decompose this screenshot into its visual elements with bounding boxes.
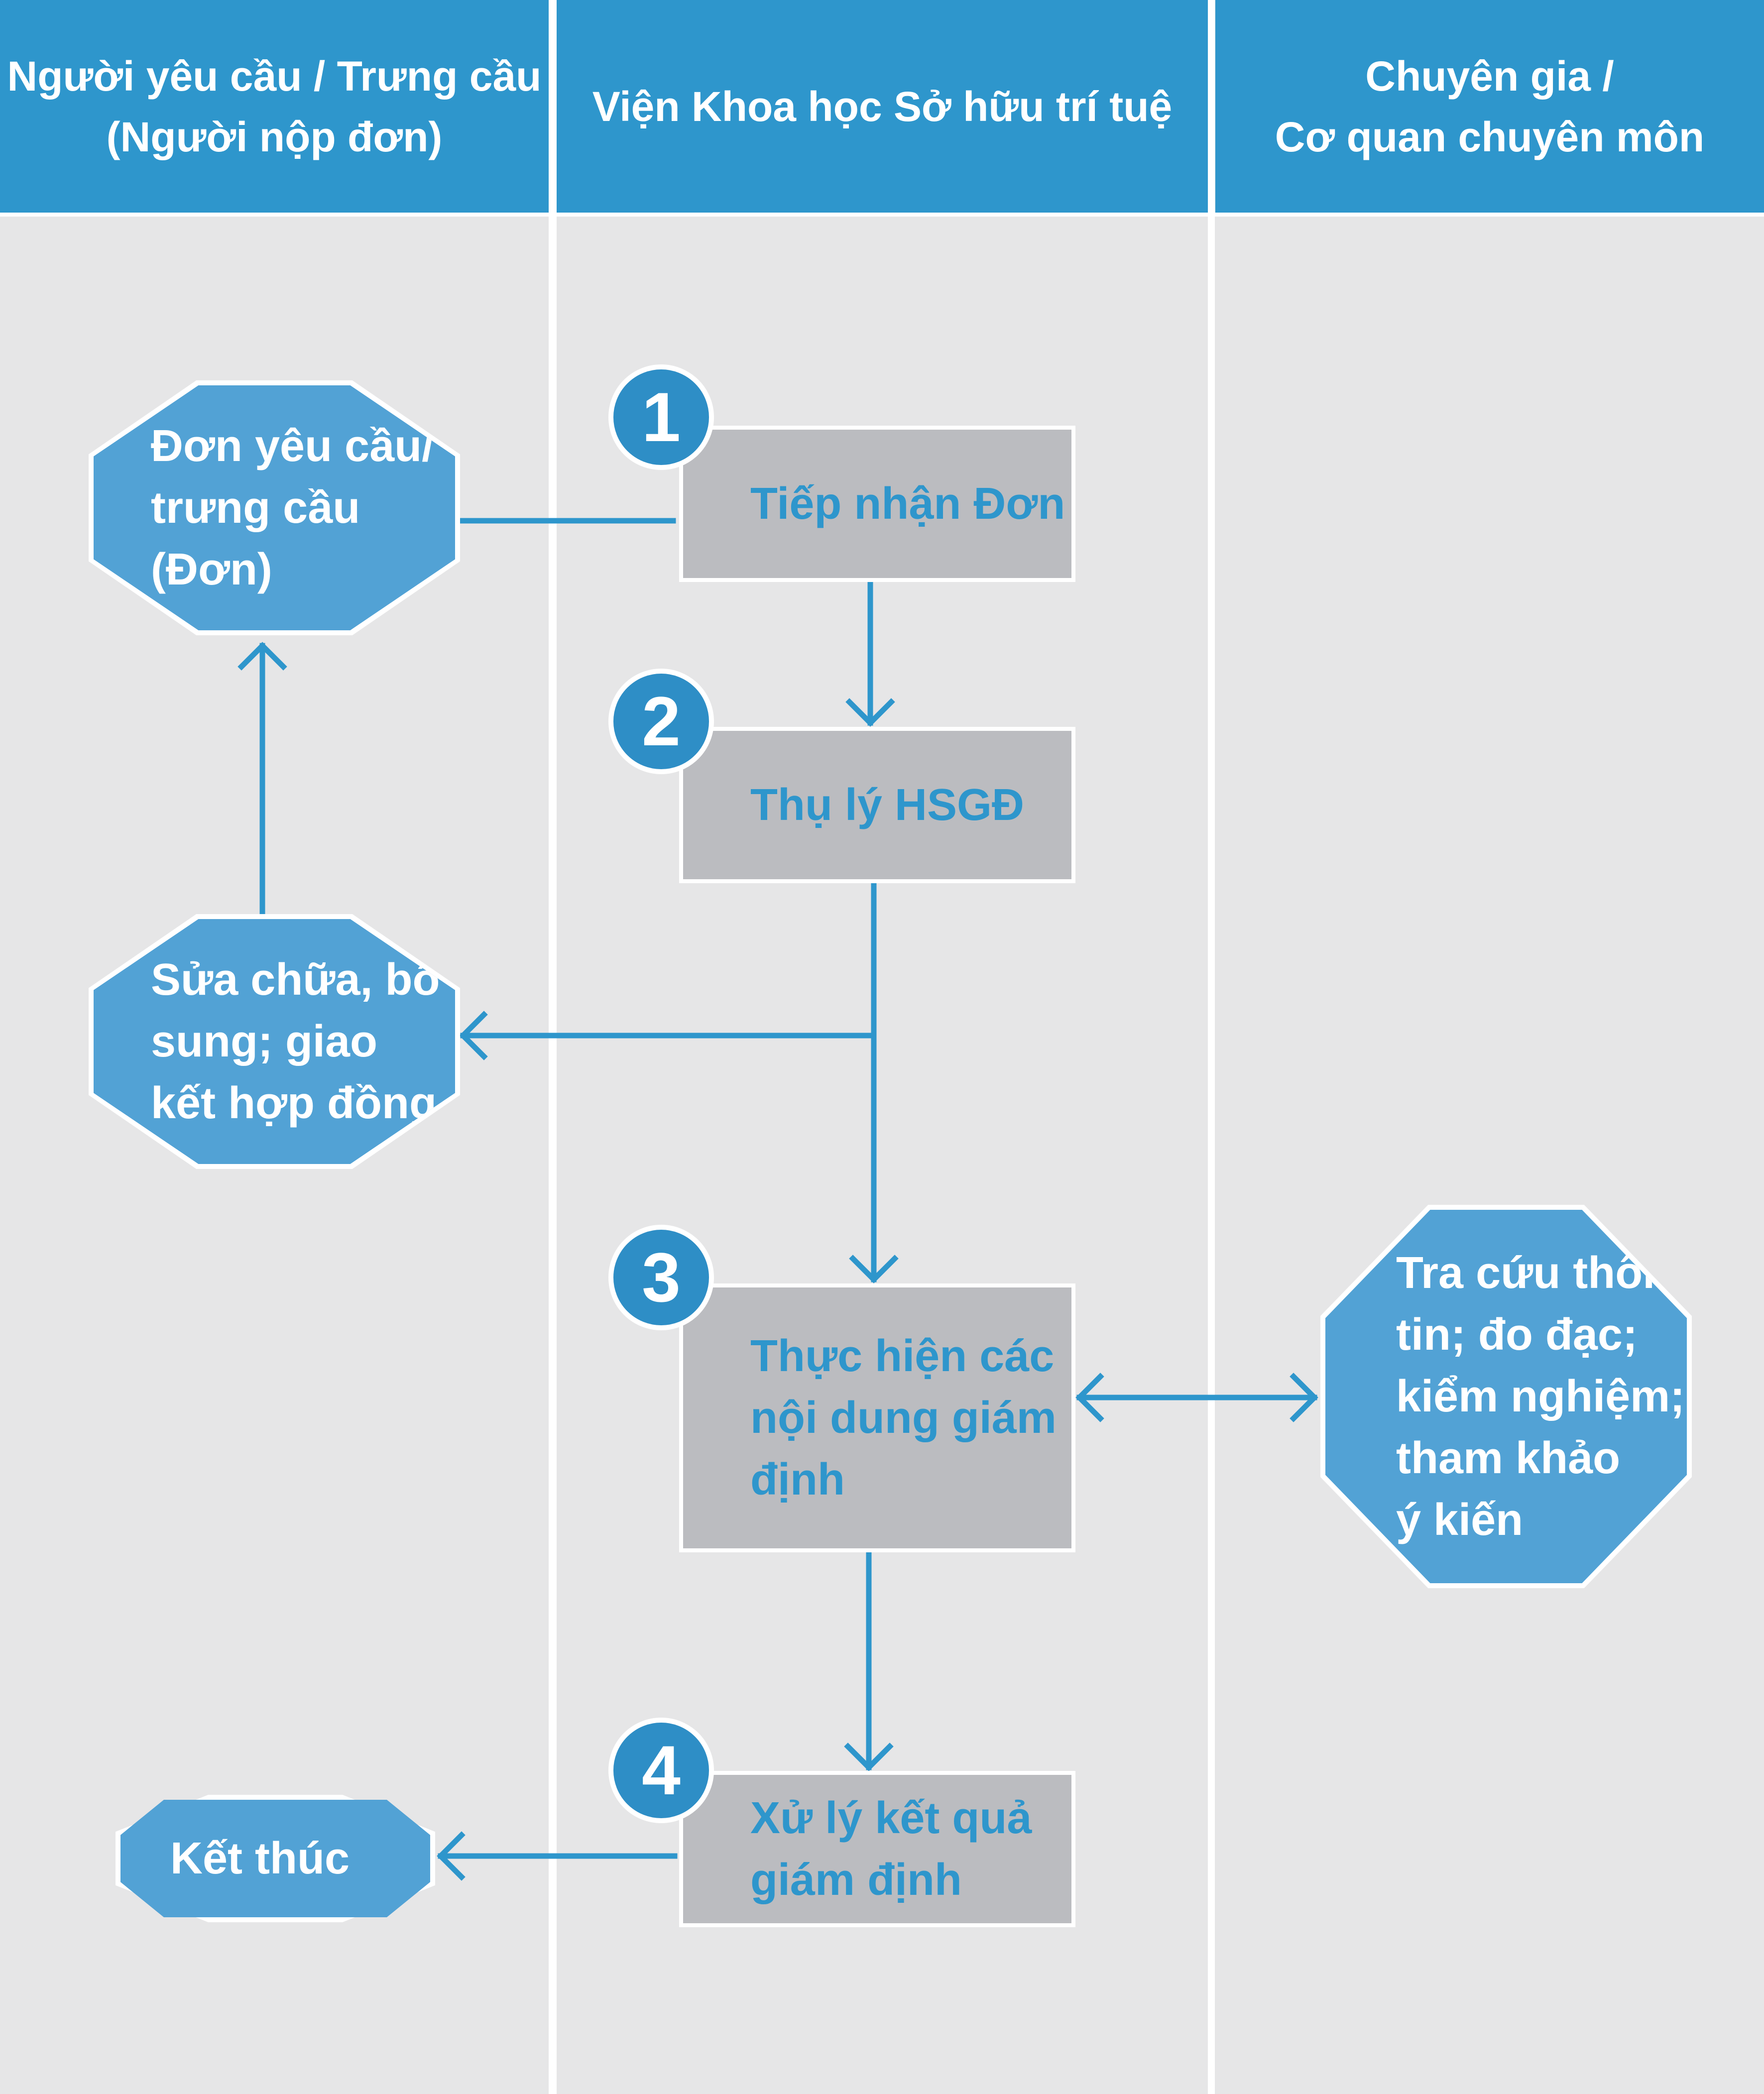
node-end: Kết thúc	[120, 1800, 430, 1917]
node-text-line: Sửa chữa, bổ	[151, 955, 440, 1005]
step-text-line: định	[750, 1455, 845, 1505]
lane-header-line: Chuyên gia /	[1365, 53, 1614, 100]
node-text-line: Đơn yêu cầu/	[151, 421, 435, 471]
arrowhead-down-icon	[844, 1743, 894, 1771]
node-text-line: tin; đo đạc;	[1396, 1310, 1638, 1360]
step-text-line: Tiếp nhận Đơn	[750, 479, 1065, 529]
step-text-line: Xử lý kết quả	[750, 1793, 1032, 1843]
node-expert-tasks: Tra cứu thông tin; đo đạc; kiểm nghiệm; …	[1325, 1210, 1687, 1583]
node-amend-contract: Sửa chữa, bổ sung; giao kết hợp đồng	[94, 919, 455, 1164]
lane-header-institute: Viện Khoa học Sở hữu trí tuệ	[557, 0, 1208, 213]
node-text-line: Kết thúc	[170, 1834, 350, 1883]
lane-header-line: Người yêu cầu / Trưng cầu	[7, 53, 542, 100]
lane-header-line: (Người nộp đơn)	[106, 114, 443, 160]
step-number-badge: 2	[608, 669, 714, 774]
step-text-line: nội dung giám	[750, 1393, 1057, 1443]
step-perform-assessment: Thực hiện các nội dung giám định	[679, 1283, 1075, 1552]
step-number-badge: 4	[608, 1718, 714, 1823]
node-text-line: kiểm nghiệm;	[1396, 1372, 1685, 1421]
step-text-line: Thực hiện các	[750, 1331, 1055, 1381]
arrowhead-down-icon	[849, 1255, 899, 1283]
arrowhead-left-icon	[1075, 1373, 1104, 1422]
step-number-badge: 3	[608, 1225, 714, 1330]
step-receive-application: Tiếp nhận Đơn	[679, 426, 1075, 582]
lane-header-line: Cơ quan chuyên môn	[1275, 114, 1705, 160]
arrowhead-right-icon	[1290, 1373, 1318, 1422]
step-handle-results: Xử lý kết quả giám định	[679, 1771, 1075, 1927]
arrowhead-left-icon	[437, 1831, 466, 1881]
step-process-dossier: Thụ lý HSGĐ	[679, 727, 1075, 883]
step-text-line: Thụ lý HSGĐ	[750, 780, 1025, 830]
node-text-line: trưng cầu	[151, 483, 360, 533]
arrowhead-up-icon	[237, 642, 287, 671]
lane-header-requester: Người yêu cầu / Trưng cầu (Người nộp đơn…	[0, 0, 549, 213]
lane-header-expert: Chuyên gia / Cơ quan chuyên môn	[1215, 0, 1764, 213]
node-text-line: kết hợp đồng	[151, 1078, 437, 1128]
arrowhead-left-icon	[459, 1011, 488, 1060]
node-application: Đơn yêu cầu/ trưng cầu (Đơn)	[94, 385, 455, 630]
step-text-line: giám định	[750, 1855, 962, 1905]
lane-header-line: Viện Khoa học Sở hữu trí tuệ	[592, 83, 1173, 130]
node-text-line: tham khảo	[1396, 1433, 1621, 1483]
node-text-line: (Đơn)	[151, 545, 272, 594]
arrowhead-down-icon	[845, 698, 895, 727]
node-text-line: sung; giao	[151, 1017, 377, 1066]
node-text-line: ý kiến	[1396, 1495, 1524, 1545]
step-number-badge: 1	[608, 364, 714, 470]
